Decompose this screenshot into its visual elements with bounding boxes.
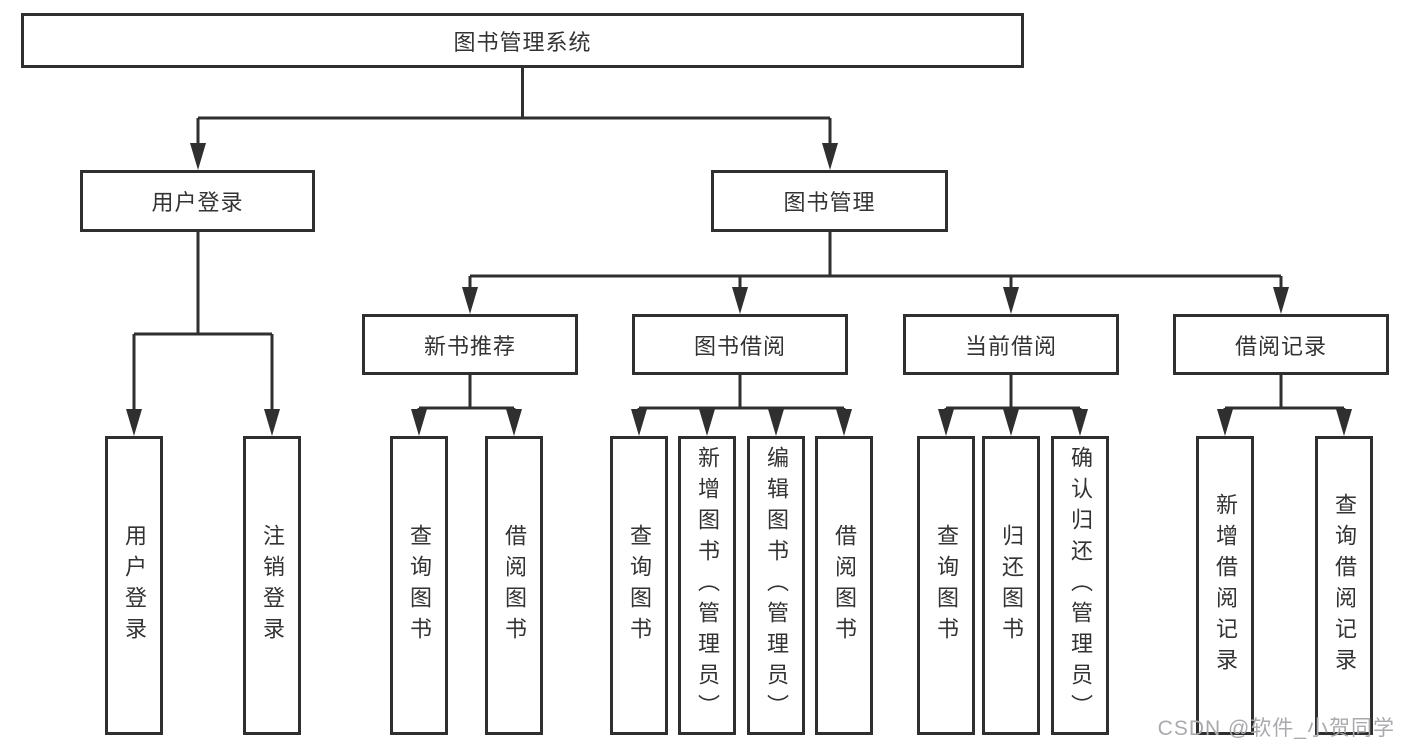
connector-management-children — [468, 232, 1283, 289]
leaf-add-books-admin: 新增图书（管理员） — [678, 436, 736, 735]
leaf-query-borrow-record-label: 查询借阅记录 — [1332, 492, 1357, 679]
leaf-add-books-admin-label: 新增图书（管理员） — [695, 446, 720, 725]
node-new-book-recommend: 新书推荐 — [362, 314, 578, 375]
leaf-query-borrow-record: 查询借阅记录 — [1315, 436, 1373, 735]
arrowheads-login-children — [126, 409, 280, 436]
node-book-borrow: 图书借阅 — [632, 314, 848, 375]
node-current-borrow: 当前借阅 — [903, 314, 1119, 375]
arrowheads-level3 — [462, 287, 1289, 314]
arrowheads-current-children — [938, 409, 1088, 436]
leaf-user-login: 用户登录 — [105, 436, 163, 735]
leaf-add-borrow-record: 新增借阅记录 — [1196, 436, 1254, 735]
leaf-borrow-books: 借阅图书 — [815, 436, 873, 735]
leaf-add-borrow-record-label: 新增借阅记录 — [1213, 492, 1238, 679]
connector-current-children — [944, 375, 1082, 411]
node-borrow-records: 借阅记录 — [1173, 314, 1389, 375]
leaf-logout: 注销登录 — [243, 436, 301, 735]
leaf-current-query-books-label: 查询图书 — [934, 523, 959, 648]
leaf-current-query-books: 查询图书 — [917, 436, 975, 735]
connector-login-children — [132, 232, 274, 410]
csdn-watermark: CSDN @软件_小贺同学 — [1157, 717, 1395, 740]
leaf-newbook-borrow-books: 借阅图书 — [485, 436, 543, 735]
leaf-newbook-query-books-label: 查询图书 — [407, 523, 432, 648]
connector-newbook-children — [417, 375, 516, 411]
leaf-borrow-books-label: 借阅图书 — [832, 523, 857, 648]
leaf-confirm-return-admin: 确认归还（管理员） — [1051, 436, 1109, 735]
arrowheads-borrow-children — [631, 409, 852, 436]
node-book-management: 图书管理 — [711, 170, 948, 232]
connector-root-to-level2 — [196, 68, 832, 144]
node-user-login: 用户登录 — [80, 170, 315, 232]
leaf-user-login-label: 用户登录 — [122, 523, 147, 648]
arrowheads-records-children — [1217, 409, 1352, 436]
leaf-return-books: 归还图书 — [982, 436, 1040, 735]
leaf-borrow-query-books: 查询图书 — [610, 436, 668, 735]
connector-borrow-children — [637, 375, 846, 411]
leaf-newbook-borrow-books-label: 借阅图书 — [502, 523, 527, 648]
arrowheads-level2 — [190, 143, 838, 170]
arrowheads-newbook-children — [411, 409, 522, 436]
leaf-edit-books-admin: 编辑图书（管理员） — [747, 436, 805, 735]
leaf-logout-label: 注销登录 — [260, 523, 285, 648]
leaf-borrow-query-books-label: 查询图书 — [627, 523, 652, 648]
leaf-newbook-query-books: 查询图书 — [390, 436, 448, 735]
leaf-edit-books-admin-label: 编辑图书（管理员） — [764, 446, 789, 725]
connector-records-children — [1223, 375, 1346, 411]
node-root: 图书管理系统 — [21, 13, 1024, 68]
leaf-confirm-return-admin-label: 确认归还（管理员） — [1068, 446, 1093, 725]
leaf-return-books-label: 归还图书 — [999, 523, 1024, 648]
